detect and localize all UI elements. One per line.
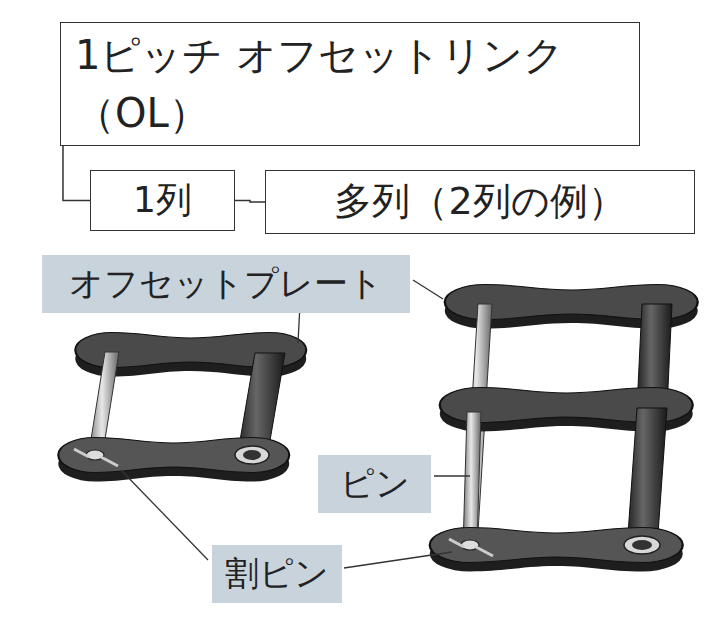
leader-line — [344, 552, 452, 568]
heading-box: 1ピッチ オフセットリンク（OL） — [60, 22, 640, 146]
leader-line — [413, 280, 443, 299]
double-strand-link — [430, 285, 698, 572]
part-label: オフセットプレート — [42, 255, 410, 313]
part-label: ピン — [318, 455, 431, 513]
category-box: 多列（2列の例） — [265, 170, 695, 234]
single-strand-link — [58, 333, 306, 482]
split-pin-leg — [476, 547, 493, 556]
node-text: 1ピッチ オフセットリンク（OL） — [75, 26, 625, 142]
split-pin-leg — [101, 457, 118, 466]
node-text: オフセットプレート — [69, 259, 383, 308]
tree-connector — [235, 201, 265, 203]
category-box: 1列 — [90, 170, 235, 231]
leader-lines — [121, 280, 470, 568]
bushing-hole — [235, 446, 269, 464]
split-pin-leg — [74, 449, 89, 457]
leader-line — [434, 475, 470, 476]
node-text: 多列（2列の例） — [334, 174, 625, 229]
tree-connector — [63, 146, 90, 201]
node-text: 1列 — [133, 174, 192, 226]
bushing-bore — [632, 540, 652, 550]
bushing-hole — [624, 536, 660, 554]
split-pin-leg — [449, 539, 464, 547]
link-plate — [58, 438, 289, 473]
node-text: 割ピン — [225, 549, 329, 598]
link-plate — [430, 528, 683, 563]
node-text: ピン — [340, 459, 410, 508]
part-label: 割ピン — [212, 545, 342, 603]
leader-line — [121, 470, 208, 560]
bushing-bore — [243, 450, 261, 460]
bushing — [627, 408, 667, 548]
